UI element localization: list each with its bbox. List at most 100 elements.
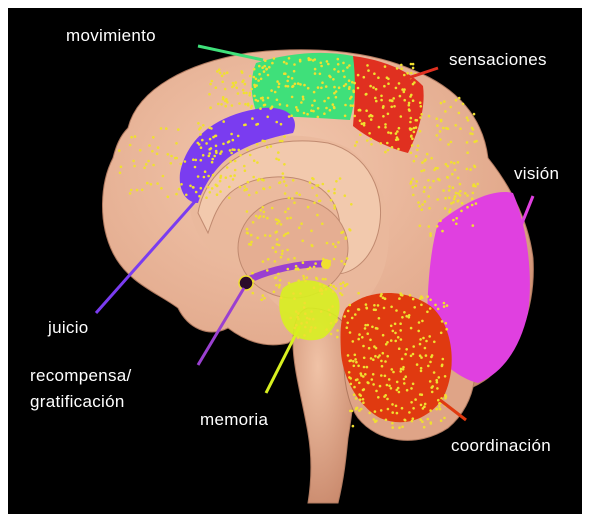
activity-dot <box>277 273 280 276</box>
activity-dot <box>243 189 246 192</box>
activity-dot <box>391 368 394 371</box>
activity-dot <box>344 236 347 239</box>
activity-dot <box>455 192 458 195</box>
activity-dot <box>301 240 304 243</box>
activity-dot <box>469 132 472 135</box>
activity-dot <box>428 225 431 228</box>
activity-dot <box>396 381 399 384</box>
activity-dot <box>228 186 231 189</box>
activity-dot <box>303 112 306 115</box>
activity-dot <box>410 327 413 330</box>
activity-dot <box>270 145 273 148</box>
activity-dot <box>350 383 353 386</box>
activity-dot <box>362 345 365 348</box>
activity-dot <box>264 59 267 62</box>
activity-dot <box>395 405 398 408</box>
activity-dot <box>237 92 240 95</box>
activity-dot <box>288 282 291 285</box>
activity-dot <box>180 183 183 186</box>
activity-dot <box>444 375 447 378</box>
activity-dot <box>317 116 320 119</box>
activity-dot <box>400 115 403 118</box>
activity-dot <box>461 202 464 205</box>
activity-dot <box>445 328 448 331</box>
activity-dot <box>318 200 321 203</box>
activity-dot <box>367 324 370 327</box>
activity-dot <box>363 366 366 369</box>
activity-dot <box>400 368 403 371</box>
activity-dot <box>152 136 155 139</box>
activity-dot <box>315 277 318 280</box>
activity-dot <box>369 339 372 342</box>
activity-dot <box>244 103 247 106</box>
activity-dot <box>436 198 439 201</box>
activity-dot <box>293 257 296 260</box>
activity-dot <box>373 345 376 348</box>
activity-dot <box>448 185 451 188</box>
activity-dot <box>348 376 351 379</box>
activity-dot <box>231 104 234 107</box>
activity-dot <box>202 124 205 127</box>
activity-dot <box>387 131 390 134</box>
activity-dot <box>230 152 233 155</box>
activity-dot <box>302 98 305 101</box>
activity-dot <box>443 302 446 305</box>
activity-dot <box>390 306 393 309</box>
activity-dot <box>314 262 317 265</box>
activity-dot <box>162 175 165 178</box>
activity-dot <box>404 419 407 422</box>
activity-dot <box>423 169 426 172</box>
activity-dot <box>387 82 390 85</box>
activity-dot <box>329 314 332 317</box>
activity-dot <box>417 330 420 333</box>
activity-dot <box>276 222 279 225</box>
activity-dot <box>346 322 349 325</box>
activity-dot <box>357 338 360 341</box>
activity-dot <box>322 278 325 281</box>
activity-dot <box>466 116 469 119</box>
activity-dot <box>307 206 310 209</box>
activity-dot <box>282 172 285 175</box>
activity-dot <box>366 64 369 67</box>
activity-dot <box>321 293 324 296</box>
activity-dot <box>129 192 132 195</box>
activity-dot <box>335 287 338 290</box>
activity-dot <box>255 99 258 102</box>
activity-dot <box>387 408 390 411</box>
activity-dot <box>270 89 273 92</box>
activity-dot <box>200 146 203 149</box>
activity-dot <box>421 161 424 164</box>
activity-dot <box>217 103 220 106</box>
activity-dot <box>399 322 402 325</box>
activity-dot <box>454 169 457 172</box>
activity-dot <box>440 332 443 335</box>
activity-dot <box>374 309 377 312</box>
activity-dot <box>320 310 323 313</box>
activity-dot <box>246 232 249 235</box>
activity-dot <box>243 124 246 127</box>
activity-dot <box>370 138 373 141</box>
activity-dot <box>390 132 393 135</box>
activity-dot <box>288 197 291 200</box>
activity-dot <box>224 105 227 108</box>
activity-dot <box>249 154 252 157</box>
activity-dot <box>374 97 377 100</box>
activity-dot <box>398 297 401 300</box>
activity-dot <box>269 235 272 238</box>
activity-dot <box>313 266 316 269</box>
activity-dot <box>215 145 218 148</box>
activity-dot <box>315 184 318 187</box>
activity-dot <box>459 183 462 186</box>
sensations-label: sensaciones <box>449 50 547 70</box>
activity-dot <box>271 105 274 108</box>
activity-dot <box>358 409 361 412</box>
activity-dot <box>446 304 449 307</box>
activity-dot <box>348 64 351 67</box>
activity-dot <box>327 190 330 193</box>
activity-dot <box>313 286 316 289</box>
activity-dot <box>382 334 385 337</box>
activity-dot <box>346 66 349 69</box>
activity-dot <box>340 231 343 234</box>
activity-dot <box>297 268 300 271</box>
activity-dot <box>444 207 447 210</box>
